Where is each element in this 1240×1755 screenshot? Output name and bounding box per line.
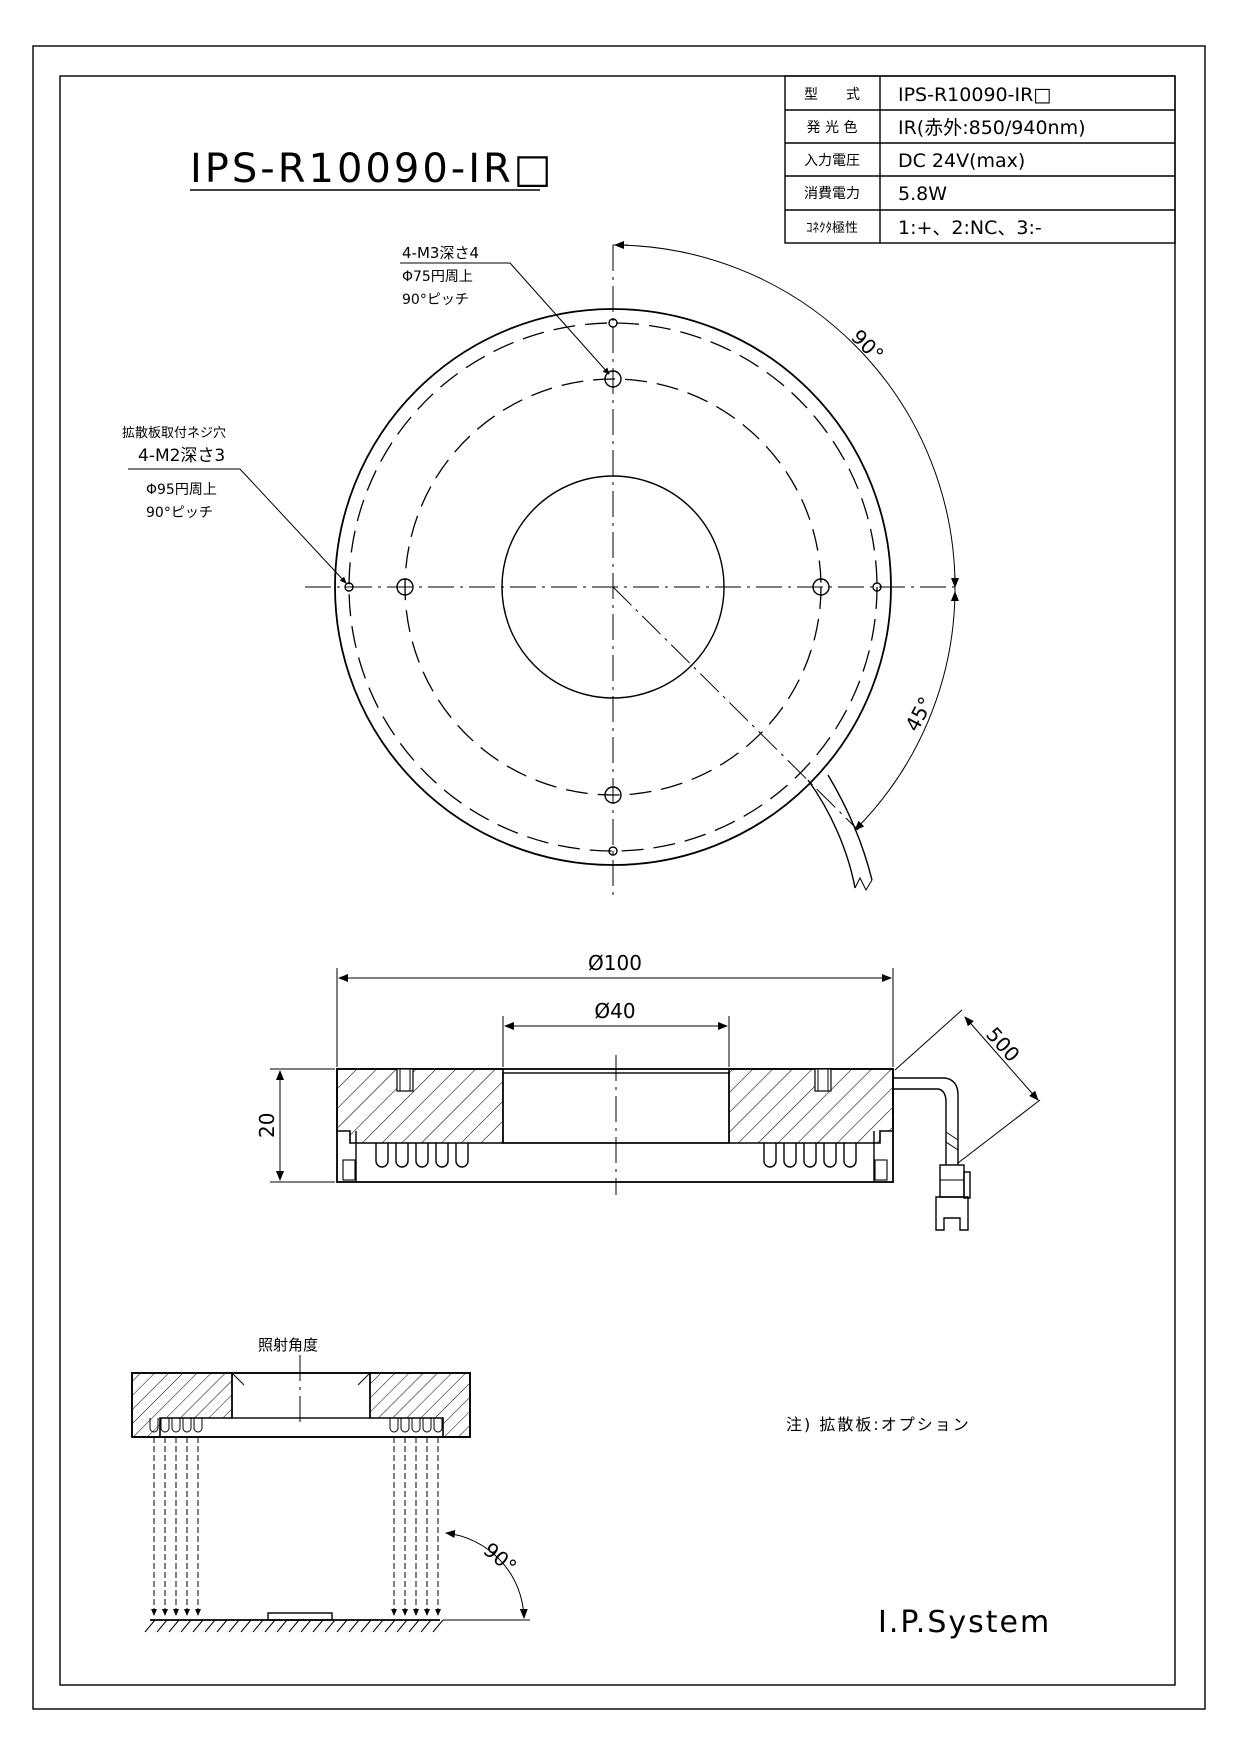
m3-note-line2: Φ75円周上 xyxy=(402,269,473,285)
spec-label-polarity: ｺﾈｸﾀ極性 xyxy=(806,220,858,236)
angle-90-label: 90° xyxy=(846,325,888,367)
m3-note-line3: 90°ピッチ xyxy=(402,292,469,308)
beam-angle-label: 90° xyxy=(479,1537,522,1578)
spec-table: 型 式 IPS-R10090-IR□ 発 光 色 IR(赤外:850/940nm… xyxy=(784,75,1176,244)
m3-note-line1: 4-M3深さ4 xyxy=(402,244,479,262)
dim-inner-diameter: Ø40 xyxy=(594,999,635,1023)
angle-arc-90 xyxy=(614,241,959,588)
company-name: I.P.System xyxy=(878,1605,1051,1640)
outer-frame xyxy=(32,45,1206,1710)
spec-label-model: 型 式 xyxy=(804,87,860,103)
angle-arc-45 xyxy=(854,591,959,831)
m2-note-line1: 拡散板取付ネジ穴 xyxy=(122,426,226,441)
target-object xyxy=(267,1612,333,1621)
beam-view: 照射角度 xyxy=(131,1336,530,1633)
m2-hole-bottom xyxy=(608,846,618,856)
dim-cable-length: 500 xyxy=(981,1022,1024,1066)
drawing-title: IPS-R10090-IR□ xyxy=(190,146,555,192)
spec-label-color: 発 光 色 xyxy=(807,119,858,136)
top-view: 90° 45° 4-M3深さ4 Φ75円周上 90°ピッチ 拡散板取付ネジ穴 4… xyxy=(122,241,960,895)
dim-outer-diameter: Ø100 xyxy=(588,951,642,975)
m2-hole-left xyxy=(344,582,354,592)
section-view: Ø100 Ø40 20 500 xyxy=(255,951,1041,1231)
cable xyxy=(893,1077,959,1165)
section-body-right xyxy=(728,1068,894,1144)
diffuser-note: 注) 拡散板:オプション xyxy=(786,1415,971,1434)
m2-note-line4: 90°ピッチ xyxy=(146,505,213,521)
spec-value-polarity: 1:+、2:NC、3:- xyxy=(898,217,1042,239)
diagonal-centerline xyxy=(612,586,859,831)
angle-45-label: 45° xyxy=(900,693,938,736)
spec-value-power: 5.8W xyxy=(898,183,947,205)
m2-note-line3: Φ95円周上 xyxy=(146,482,217,498)
section-body-left xyxy=(336,1068,504,1144)
led-array-left xyxy=(375,1143,469,1168)
cable-exit xyxy=(807,774,873,889)
spec-label-voltage: 入力電圧 xyxy=(804,153,860,169)
m3-hole-left xyxy=(396,578,414,596)
beam-leds xyxy=(149,1418,443,1433)
m3-hole-bottom xyxy=(604,786,622,804)
beam-body-left xyxy=(131,1372,233,1438)
beam-rays xyxy=(151,1437,441,1616)
spec-value-color: IR(赤外:850/940nm) xyxy=(898,117,1086,139)
connector xyxy=(935,1164,971,1231)
spec-value-voltage: DC 24V(max) xyxy=(898,150,1025,172)
spec-value-model: IPS-R10090-IR□ xyxy=(898,84,1051,106)
m2-note-line2: 4-M2深さ3 xyxy=(138,446,225,466)
spec-label-power: 消費電力 xyxy=(804,186,860,202)
beam-angle-arc xyxy=(445,1530,528,1619)
led-array-right xyxy=(763,1143,857,1168)
dim-height: 20 xyxy=(255,1113,279,1138)
inner-frame xyxy=(59,75,1176,1686)
beam-label: 照射角度 xyxy=(258,1336,318,1354)
